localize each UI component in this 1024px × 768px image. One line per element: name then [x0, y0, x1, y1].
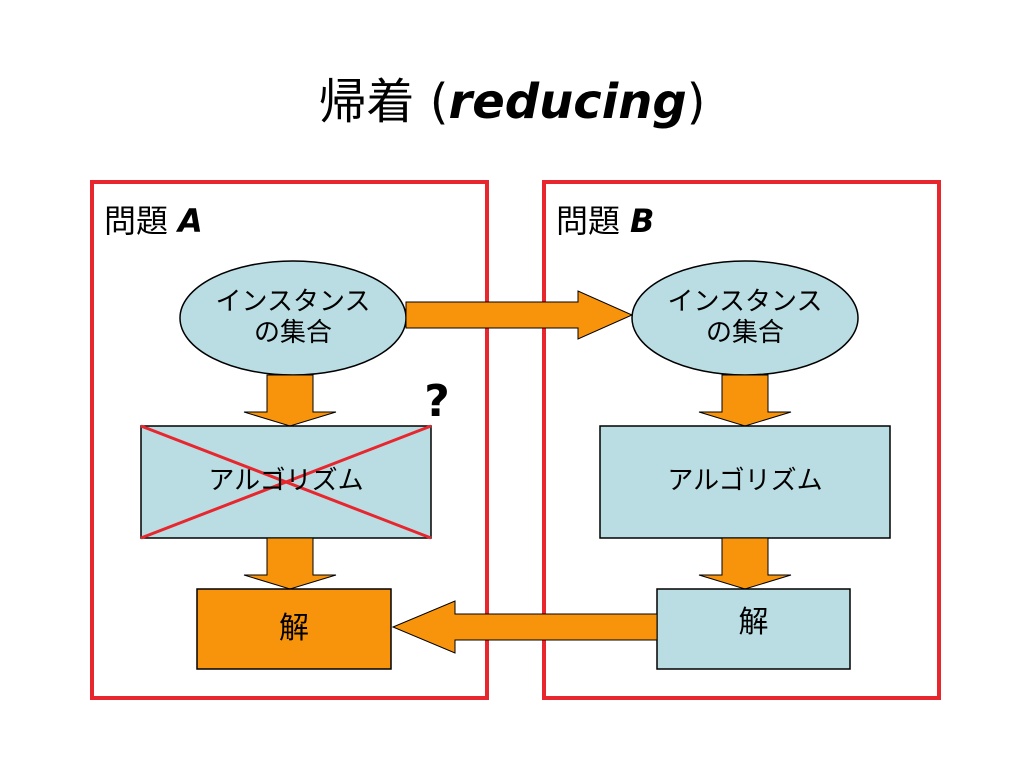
question-mark: ?: [424, 376, 450, 427]
panel-b-letter: B: [630, 202, 655, 240]
slide-title: 帰着 (reducing): [0, 62, 1024, 132]
panel-a-instance-text: インスタンス の集合: [180, 261, 406, 375]
panel-b-instance-text: インスタンス の集合: [632, 261, 858, 375]
panel-b-solution-box: [656, 588, 851, 670]
panel-b-border: [542, 180, 941, 700]
panel-b-down-arrow-2: [698, 537, 792, 590]
title-close: ): [686, 74, 706, 130]
panel-b-prefix: 問題: [556, 202, 621, 240]
panel-a-down-arrow-1: [243, 374, 337, 427]
instance-transform-arrow: [405, 290, 634, 340]
cross-line-2: [140, 424, 432, 540]
panel-a-border: [90, 180, 489, 700]
panel-b-algorithm-text: アルゴリズム: [667, 466, 823, 497]
panel-b-down-arrow-1: [698, 374, 792, 427]
panel-a-instance-line1: インスタンス: [215, 286, 371, 317]
title-main: 帰着 (: [318, 74, 449, 130]
title-emphasis: reducing: [448, 74, 687, 130]
panel-a-instance-line2: の集合: [253, 318, 332, 348]
panel-b-instance-line1: インスタンス: [667, 286, 823, 317]
panel-a-solution-text: 解: [279, 611, 309, 646]
panel-a-prefix: 問題: [104, 202, 169, 240]
panel-b-instance-line2: の集合: [705, 318, 784, 348]
panel-a-letter: A: [178, 202, 203, 240]
panel-b-solution-text: 解: [738, 605, 769, 640]
panel-b-algorithm-box: [599, 425, 891, 539]
panel-a-algorithm-text: アルゴリズム: [208, 466, 364, 497]
panel-a-solution-box: [196, 588, 392, 670]
panel-a-down-arrow-2: [243, 537, 337, 590]
solution-transform-arrow: [391, 600, 658, 654]
